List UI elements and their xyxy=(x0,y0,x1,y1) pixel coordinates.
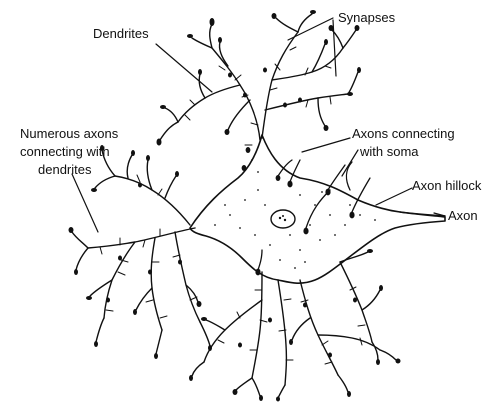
label-axons-soma-line1: Axons connecting xyxy=(352,126,455,141)
label-numerous-axons-line1: Numerous axons xyxy=(20,126,119,141)
label-numerous-axons-line3: dendrites xyxy=(38,162,92,177)
nucleus xyxy=(271,210,295,228)
label-axons-soma-line2: with soma xyxy=(359,144,419,159)
lower-spines xyxy=(218,287,365,364)
label-numerous-axons-line2: connecting with xyxy=(20,144,110,159)
label-axon-hillock: Axon hillock xyxy=(412,178,482,193)
leader-numerous-axons xyxy=(72,174,98,232)
leader-axons-soma-2 xyxy=(342,150,358,176)
leader-dendrites xyxy=(156,44,212,92)
label-synapses: Synapses xyxy=(338,10,396,25)
leader-axon-hillock xyxy=(376,188,412,205)
upper-dendrites xyxy=(160,14,358,140)
leader-synapses-2 xyxy=(333,20,336,76)
left-synapse-knobs xyxy=(69,145,213,359)
left-dendrites xyxy=(72,150,210,354)
left-spines xyxy=(100,175,197,318)
leader-axons-soma-1 xyxy=(302,138,350,152)
leader-synapses-1 xyxy=(288,18,333,40)
upper-synapse-knobs xyxy=(157,10,362,146)
label-dendrites: Dendrites xyxy=(93,26,149,41)
label-axon: Axon xyxy=(448,208,478,223)
